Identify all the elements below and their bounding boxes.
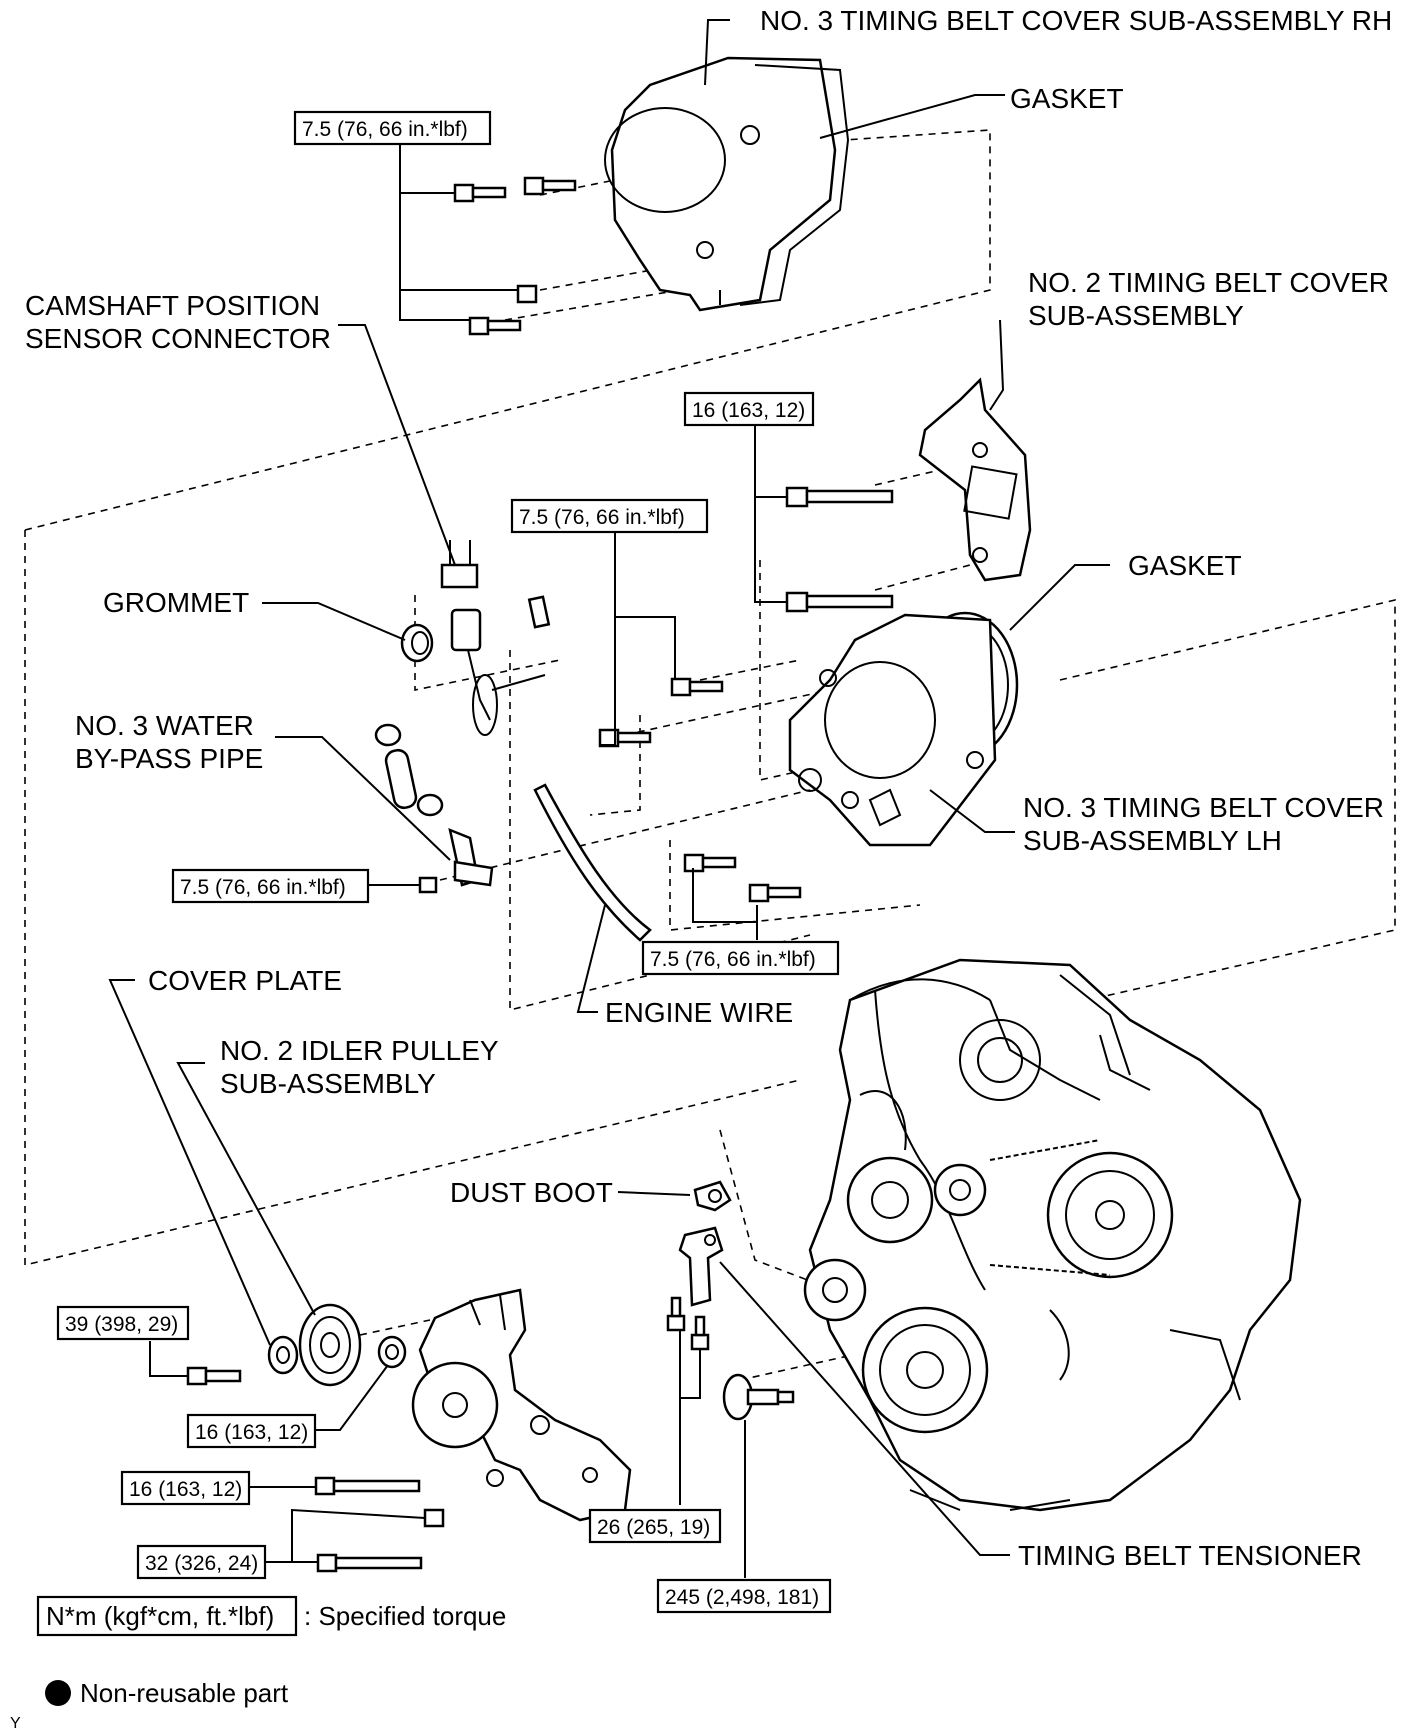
non-reusable-dot-icon: [45, 1680, 71, 1706]
label-tensioner: TIMING BELT TENSIONER: [1018, 1540, 1362, 1571]
engine-assembly-illustration: [803, 958, 1302, 1512]
label-dust-boot: DUST BOOT: [450, 1177, 613, 1208]
label-gasket-mid: GASKET: [1128, 550, 1242, 581]
torque-cover-no2: 16 (163, 12): [692, 399, 805, 422]
bolts-cover-no2: [785, 486, 894, 613]
tensioner-bolts-illustration: [666, 1296, 710, 1351]
part-labels: NO. 3 TIMING BELT COVER SUB-ASSEMBLY RH …: [25, 5, 1392, 1571]
torque-water-pipe: 7.5 (76, 66 in.*lbf): [180, 876, 346, 899]
label-cover-no2-line1: NO. 2 TIMING BELT COVER: [1028, 267, 1389, 298]
torque-idler-nut: 16 (163, 12): [195, 1421, 308, 1444]
idler-nut-illustration: [377, 1335, 407, 1369]
engine-wire-illustration: [533, 783, 652, 942]
legend: N*m (kgf*cm, ft.*lbf) : Specified torque…: [10, 1595, 506, 1732]
label-camshaft-line1: CAMSHAFT POSITION: [25, 290, 320, 321]
label-gasket-top: GASKET: [1010, 83, 1124, 114]
label-grommet: GROMMET: [103, 587, 249, 618]
legend-torque-unit: N*m (kgf*cm, ft.*lbf): [46, 1601, 274, 1631]
pulley-bolt-illustration: [186, 1366, 242, 1386]
bolts-cover-rh: [453, 176, 577, 336]
bracket-illustration: [411, 1288, 632, 1522]
label-water-pipe-line1: NO. 3 WATER: [75, 710, 254, 741]
label-idler-line2: SUB-ASSEMBLY: [220, 1068, 436, 1099]
cover-rh-illustration: [604, 56, 850, 312]
clip-illustration: [527, 595, 551, 629]
bracket-bolts-illustration: [314, 1476, 445, 1573]
torque-bracket-long: 32 (326, 24): [145, 1552, 258, 1575]
torque-cover-lh-upper: 7.5 (76, 66 in.*lbf): [519, 506, 685, 529]
label-cover-rh: NO. 3 TIMING BELT COVER SUB-ASSEMBLY RH: [760, 5, 1392, 36]
grommet-illustration: [400, 623, 434, 663]
legend-non-reusable: Non-reusable part: [80, 1678, 289, 1708]
cover-lh-illustration: [788, 611, 1019, 847]
dust-boot-illustration: [693, 1180, 732, 1212]
corner-mark: Y: [10, 1715, 21, 1732]
label-cover-plate: COVER PLATE: [148, 965, 342, 996]
leader-lines: [108, 19, 1110, 1578]
label-camshaft-line2: SENSOR CONNECTOR: [25, 323, 331, 354]
torque-bracket-bolt: 16 (163, 12): [129, 1478, 242, 1501]
cover-plate-illustration: [267, 1335, 299, 1375]
tensioner-illustration: [678, 1226, 724, 1307]
label-engine-wire: ENGINE WIRE: [605, 997, 793, 1028]
torque-cover-lh-lower: 7.5 (76, 66 in.*lbf): [650, 948, 816, 971]
bolts-cover-lh: [598, 677, 802, 903]
crank-bolt-illustration: [722, 1373, 795, 1421]
water-bypass-pipe-illustration: [374, 723, 494, 894]
legend-torque-desc: : Specified torque: [304, 1601, 506, 1631]
torque-pulley-bolt: 39 (398, 29): [65, 1313, 178, 1336]
label-cover-lh-line2: SUB-ASSEMBLY LH: [1023, 825, 1282, 856]
label-cover-no2-line2: SUB-ASSEMBLY: [1028, 300, 1244, 331]
torque-crank: 245 (2,498, 181): [665, 1586, 819, 1609]
label-cover-lh-line1: NO. 3 TIMING BELT COVER: [1023, 792, 1384, 823]
cover-no2-illustration: [918, 377, 1032, 582]
label-idler-line1: NO. 2 IDLER PULLEY: [220, 1035, 499, 1066]
torque-cover-rh: 7.5 (76, 66 in.*lbf): [302, 118, 468, 141]
torque-spec-boxes: 7.5 (76, 66 in.*lbf) 16 (163, 12) 7.5 (7…: [56, 110, 840, 1614]
camshaft-sensor-connector-illustration: [440, 540, 546, 736]
torque-tensioner: 26 (265, 19): [597, 1516, 710, 1539]
idler-pulley-illustration: [298, 1303, 362, 1387]
label-water-pipe-line2: BY-PASS PIPE: [75, 743, 263, 774]
